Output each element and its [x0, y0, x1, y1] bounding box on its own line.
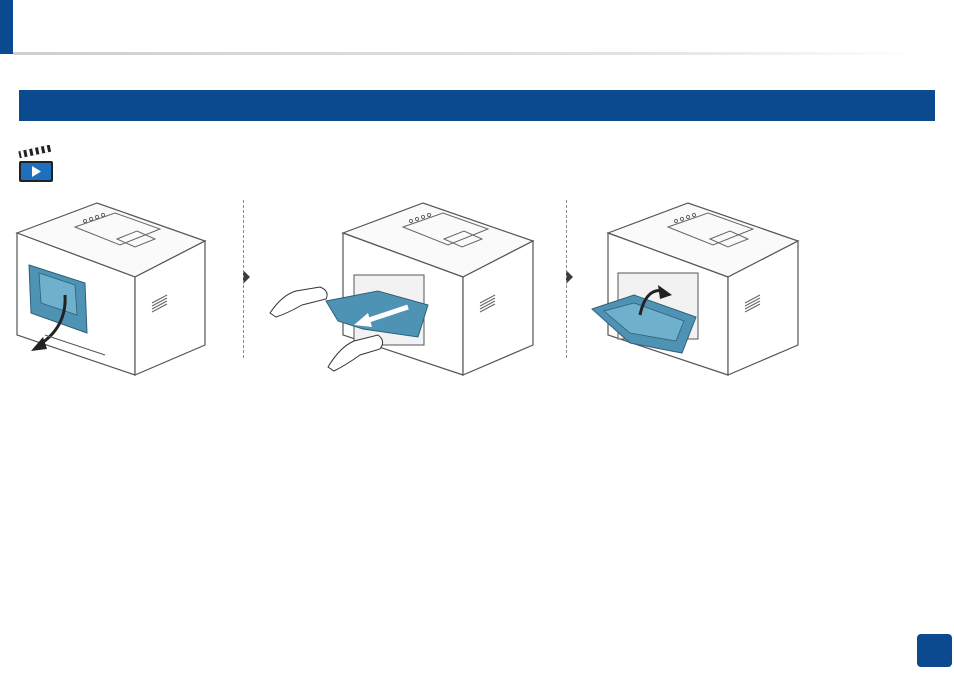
step-2-illustration: [268, 195, 543, 385]
page-number-badge: [917, 634, 952, 667]
step-arrow-1: [243, 270, 250, 284]
step-divider-2: [566, 200, 567, 358]
step-arrow-2: [566, 270, 573, 284]
step-1-illustration: [15, 195, 215, 385]
section-title-bar: [19, 90, 935, 121]
header-divider: [13, 52, 918, 55]
header-accent-tab: [0, 0, 13, 54]
step-divider-1: [243, 200, 244, 358]
section-title: [19, 97, 29, 113]
step-3-illustration: [590, 195, 805, 385]
video-clapper-icon[interactable]: [18, 145, 54, 183]
